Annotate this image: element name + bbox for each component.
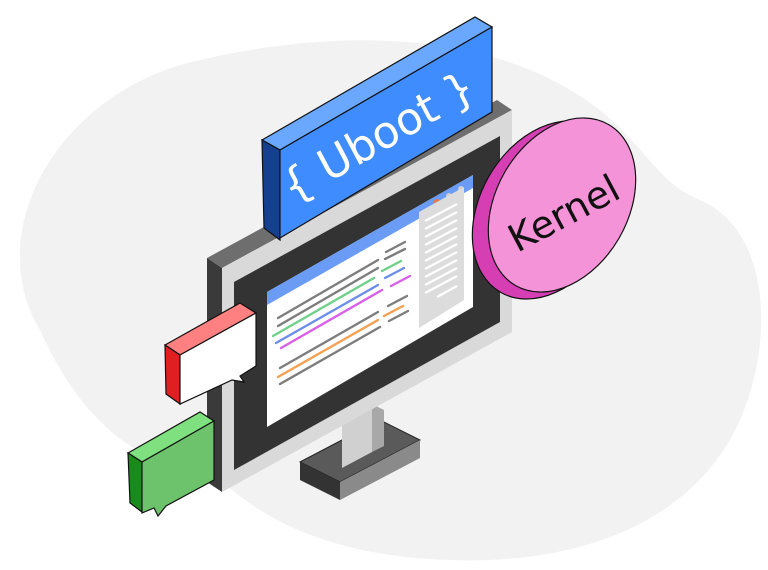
chat-bubble-green [126, 411, 216, 518]
code-lines [271, 240, 412, 386]
kernel-disk: Kernel [471, 117, 637, 300]
screen-header-bar [267, 175, 473, 305]
chat-bubble-red [163, 302, 258, 406]
